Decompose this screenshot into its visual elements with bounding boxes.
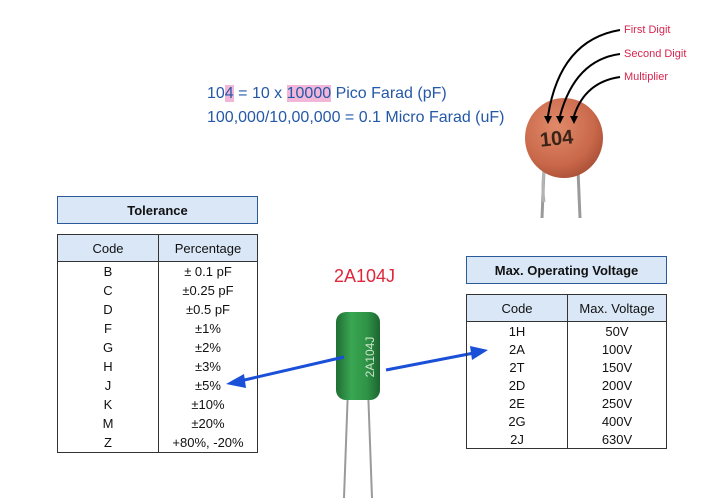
formula-line-1: 104 = 10 x 10000 Pico Farad (pF) xyxy=(207,84,447,104)
tolerance-percentage: ±0.25 pF xyxy=(158,281,258,300)
voltage-value: 400V xyxy=(567,412,667,430)
arrow-multiplier-head xyxy=(570,116,578,124)
table-row: K±10% xyxy=(57,395,258,414)
tolerance-percentage: ±2% xyxy=(158,338,258,357)
table-row: Z+80%, -20% xyxy=(57,433,258,453)
arrow-to-voltage-line xyxy=(385,351,475,372)
table-row: M±20% xyxy=(57,414,258,433)
ceramic-capacitor xyxy=(525,29,621,219)
tolerance-percentage: ± 0.1 pF xyxy=(158,261,258,281)
table-row: H±3% xyxy=(57,357,258,376)
voltage-value: 630V xyxy=(567,430,667,449)
voltage-code: 2G xyxy=(466,412,568,430)
arrow-first-digit-head xyxy=(544,116,552,124)
voltage-code: 2T xyxy=(466,358,568,376)
voltage-value: 200V xyxy=(567,376,667,394)
voltage-code: 2D xyxy=(466,376,568,394)
voltage-value: 250V xyxy=(567,394,667,412)
formula-line-2: 100,000/10,00,000 = 0.1 Micro Farad (uF) xyxy=(207,109,505,126)
formula-digits: 10 xyxy=(207,85,225,102)
voltage-value: 150V xyxy=(567,358,667,376)
formula-highlight-multiplier-digit: 4 xyxy=(224,85,234,102)
table-row: D±0.5 pF xyxy=(57,300,258,319)
tolerance-percentage: ±3% xyxy=(158,357,258,376)
voltage-header-max-voltage: Max. Voltage xyxy=(567,294,667,322)
ceramic-body xyxy=(525,98,603,178)
voltage-code: 1H xyxy=(466,321,568,340)
table-row: C±0.25 pF xyxy=(57,281,258,300)
ceramic-lead-bend-left xyxy=(541,169,546,203)
voltage-code: 2E xyxy=(466,394,568,412)
label-first-digit: First Digit xyxy=(624,24,671,36)
voltage-value: 50V xyxy=(567,321,667,340)
arrow-first-digit xyxy=(547,29,621,117)
tolerance-percentage: ±20% xyxy=(158,414,258,433)
tolerance-percentage: +80%, -20% xyxy=(158,433,258,453)
film-body xyxy=(336,312,380,400)
voltage-value: 100V xyxy=(567,340,667,358)
arrow-second-digit-head xyxy=(556,116,564,124)
label-second-digit: Second Digit xyxy=(624,48,687,60)
tolerance-title: Tolerance xyxy=(57,196,258,224)
film-lead-right xyxy=(367,387,373,498)
table-row: F±1% xyxy=(57,319,258,338)
voltage-header-code: Code xyxy=(466,294,568,322)
arrow-to-tolerance-head xyxy=(226,374,246,388)
voltage-code: 2J xyxy=(466,430,568,449)
film-capacitor xyxy=(336,312,380,498)
label-multiplier: Multiplier xyxy=(624,71,669,83)
tolerance-header-percentage: Percentage xyxy=(158,234,258,262)
table-row: B± 0.1 pF xyxy=(57,261,258,281)
arrow-second-digit xyxy=(559,53,621,117)
film-capacitor-code: 2A104J xyxy=(334,266,396,286)
tolerance-percentage: ±0.5 pF xyxy=(158,300,258,319)
film-lead-left xyxy=(343,387,349,498)
tolerance-table: Code Percentage B± 0.1 pF C±0.25 pF D±0.… xyxy=(57,234,258,453)
arrow-to-tolerance-line xyxy=(239,355,345,383)
formula-equals: = 10 x xyxy=(233,85,287,102)
arrow-multiplier xyxy=(573,76,621,117)
tolerance-percentage: ±10% xyxy=(158,395,258,414)
voltage-title: Max. Operating Voltage xyxy=(466,256,667,284)
ceramic-lead-right xyxy=(576,169,582,219)
tolerance-header-code: Code xyxy=(57,234,159,262)
formula-unit-pf: Pico Farad (pF) xyxy=(331,85,447,102)
table-row: G±2% xyxy=(57,338,258,357)
tolerance-percentage: ±1% xyxy=(158,319,258,338)
formula-highlight-zeros: 10000 xyxy=(286,85,332,102)
voltage-code: 2A xyxy=(466,340,568,358)
